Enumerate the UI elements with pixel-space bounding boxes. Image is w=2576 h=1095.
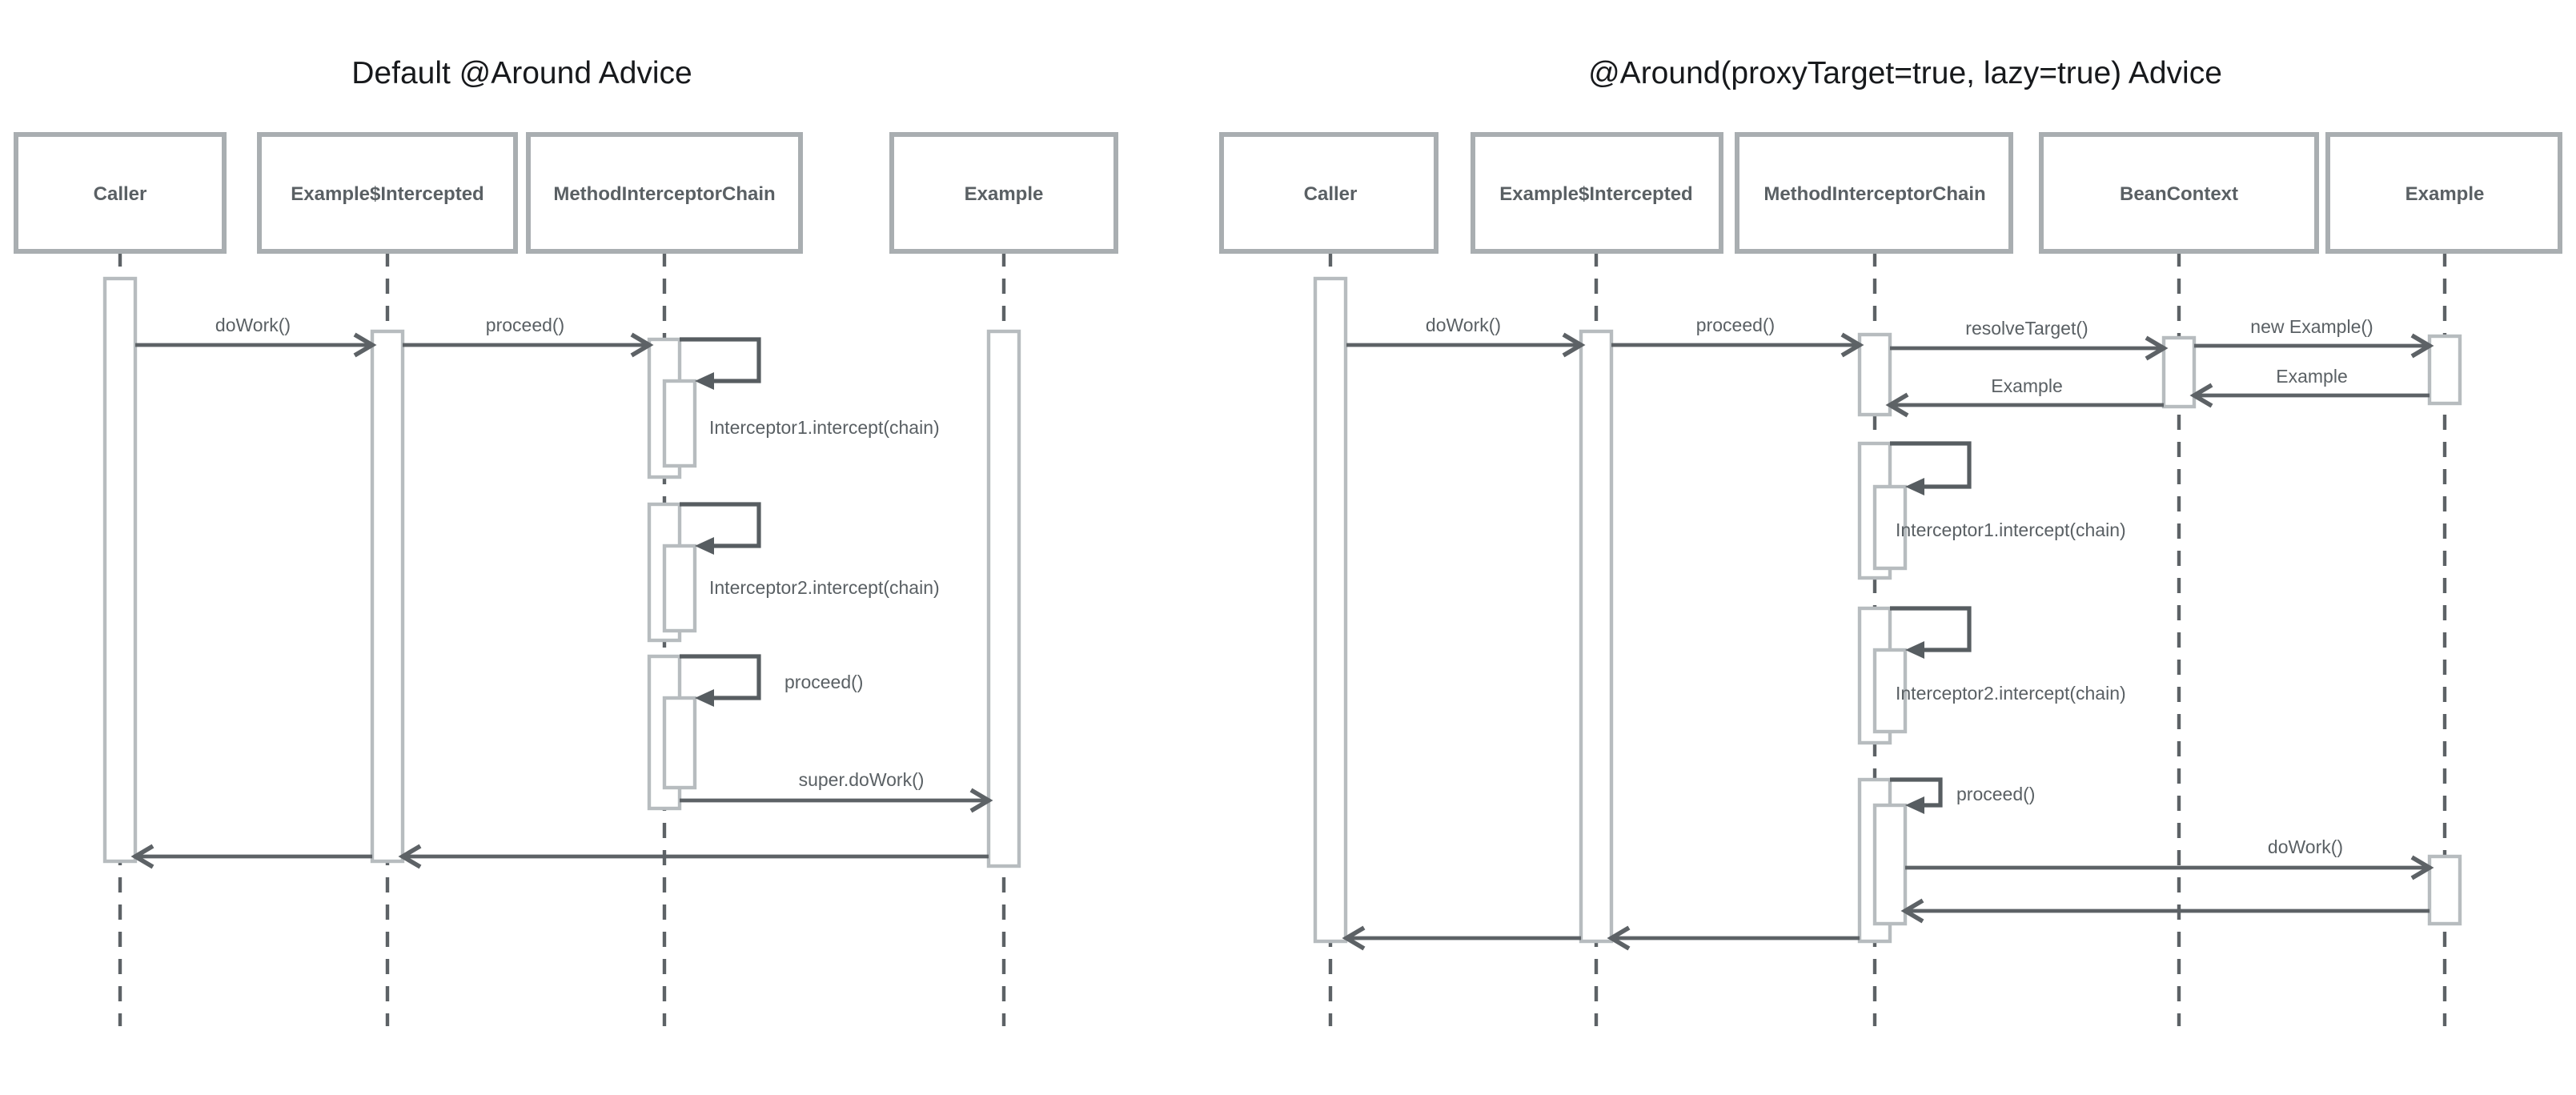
- caller-activation: [1313, 276, 1348, 944]
- self-call-interceptor1-label: Interceptor1.intercept(chain): [1896, 519, 2126, 540]
- message-dowork-target-arrowhead-icon: [2410, 855, 2434, 880]
- return-beancontext-to-chain-arrowhead-icon: [1885, 392, 1909, 418]
- message-resolve-target-label: resolveTarget(): [1965, 318, 2088, 339]
- self-call-proceed: [1890, 777, 1943, 808]
- chain-activation-1-inner: [662, 379, 697, 468]
- self-call-proceed: [680, 654, 761, 700]
- chain-activation-2-inner: [1872, 648, 1908, 734]
- participant-box-caller: [1219, 132, 1438, 254]
- participant-label-bean-context: BeanContext: [2120, 183, 2238, 205]
- participant-box-bean-context: [2039, 132, 2319, 254]
- participant-label-example-intercepted: Example$Intercepted: [1499, 183, 1692, 205]
- participant-label-method-interceptor-chain: MethodInterceptorChain: [1763, 183, 1985, 205]
- self-call-interceptor1: [1890, 441, 1972, 489]
- self-call-interceptor1-label: Interceptor1.intercept(chain): [709, 417, 940, 438]
- message-new-example-label: new Example(): [2250, 316, 2373, 337]
- self-call-interceptor2-arrowhead-icon: [695, 537, 714, 555]
- message-proceed-label: proceed(): [1696, 315, 1775, 335]
- diagram-default-around-advice: Interceptor1.intercept(chain) Interceptor…: [14, 56, 1118, 1026]
- message-proceed-arrowhead-icon: [1840, 332, 1864, 358]
- participant-box-example-intercepted: [1471, 132, 1723, 254]
- participant-box-example-intercepted: [257, 132, 518, 254]
- participant-label-caller: Caller: [1304, 183, 1358, 205]
- self-call-proceed-arrowhead-icon: [695, 689, 714, 707]
- message-dowork-arrowhead-icon: [1562, 332, 1586, 358]
- example-activation: [986, 329, 1021, 868]
- return-example-to-beancontext-arrowhead-icon: [2189, 383, 2213, 408]
- return-example-to-beancontext-label: Example: [2276, 366, 2347, 387]
- message-proceed-label: proceed(): [486, 315, 564, 335]
- diagram-title: @Around(proxyTarget=true, lazy=true) Adv…: [1588, 56, 2222, 90]
- message-proceed-arrowhead-icon: [630, 332, 654, 358]
- return-example-to-intercepted-arrowhead-icon: [398, 844, 422, 869]
- self-call-interceptor1-arrowhead-icon: [1905, 478, 1924, 495]
- return-beancontext-to-chain-label: Example: [1991, 375, 2062, 396]
- chain-activation-3-inner: [1872, 803, 1908, 926]
- message-dowork-label: doWork(): [1426, 315, 1501, 335]
- chain-activation-2-inner: [662, 543, 697, 633]
- return-intercepted-to-caller-arrowhead-icon: [1342, 925, 1366, 951]
- self-call-interceptor2-label: Interceptor2.intercept(chain): [709, 577, 940, 598]
- self-call-proceed-label: proceed(): [1956, 784, 2035, 804]
- self-call-interceptor2-label: Interceptor2.intercept(chain): [1896, 683, 2126, 704]
- chain-activation-3-inner: [662, 696, 697, 790]
- participant-label-caller: Caller: [94, 183, 147, 205]
- self-call-proceed-label: proceed(): [784, 672, 863, 692]
- caller-activation: [102, 276, 138, 864]
- participant-box-method-interceptor-chain: [526, 132, 803, 254]
- participant-box-method-interceptor-chain: [1735, 132, 2013, 254]
- return-chain-to-intercepted-arrowhead-icon: [1607, 925, 1631, 951]
- participant-box-example: [2325, 132, 2562, 254]
- return-intercepted-to-caller-arrowhead-icon: [130, 844, 154, 869]
- example-intercepted-activation: [370, 329, 405, 864]
- message-dowork-target-label: doWork(): [2268, 836, 2343, 857]
- participant-label-method-interceptor-chain: MethodInterceptorChain: [553, 183, 775, 205]
- self-call-proceed-arrowhead-icon: [1905, 796, 1924, 814]
- bean-context-activation: [2161, 335, 2197, 409]
- message-dowork-arrowhead-icon: [353, 332, 377, 358]
- self-call-interceptor2: [680, 502, 761, 548]
- return-example-to-chain-arrowhead-icon: [1900, 898, 1924, 924]
- message-resolve-target-arrowhead-icon: [2145, 335, 2169, 361]
- example-intercepted-activation: [1579, 329, 1614, 944]
- chain-activation-1-inner: [1872, 484, 1908, 571]
- self-call-interceptor2: [1890, 606, 1972, 652]
- self-call-interceptor2-arrowhead-icon: [1905, 641, 1924, 659]
- participant-label-example-intercepted: Example$Intercepted: [291, 183, 484, 205]
- participant-label-example: Example: [2405, 183, 2485, 205]
- chain-activation-a: [1857, 332, 1892, 417]
- message-dowork-label: doWork(): [215, 315, 291, 335]
- participant-label-example: Example: [965, 183, 1044, 205]
- message-new-example-arrowhead-icon: [2410, 333, 2434, 359]
- example-activation-2: [2427, 854, 2462, 926]
- self-call-interceptor1-arrowhead-icon: [695, 372, 714, 390]
- example-activation-1: [2427, 334, 2462, 406]
- diagram-title: Default @Around Advice: [351, 56, 692, 90]
- self-call-interceptor1: [680, 337, 761, 383]
- diagram-proxy-target-lazy-advice: Interceptor1.intercept(chain) Interceptor…: [1219, 56, 2562, 1026]
- message-super-dowork-label: super.doWork(): [799, 769, 925, 790]
- message-super-dowork-arrowhead-icon: [969, 788, 993, 813]
- participant-box-caller: [14, 132, 227, 254]
- participant-box-example: [889, 132, 1118, 254]
